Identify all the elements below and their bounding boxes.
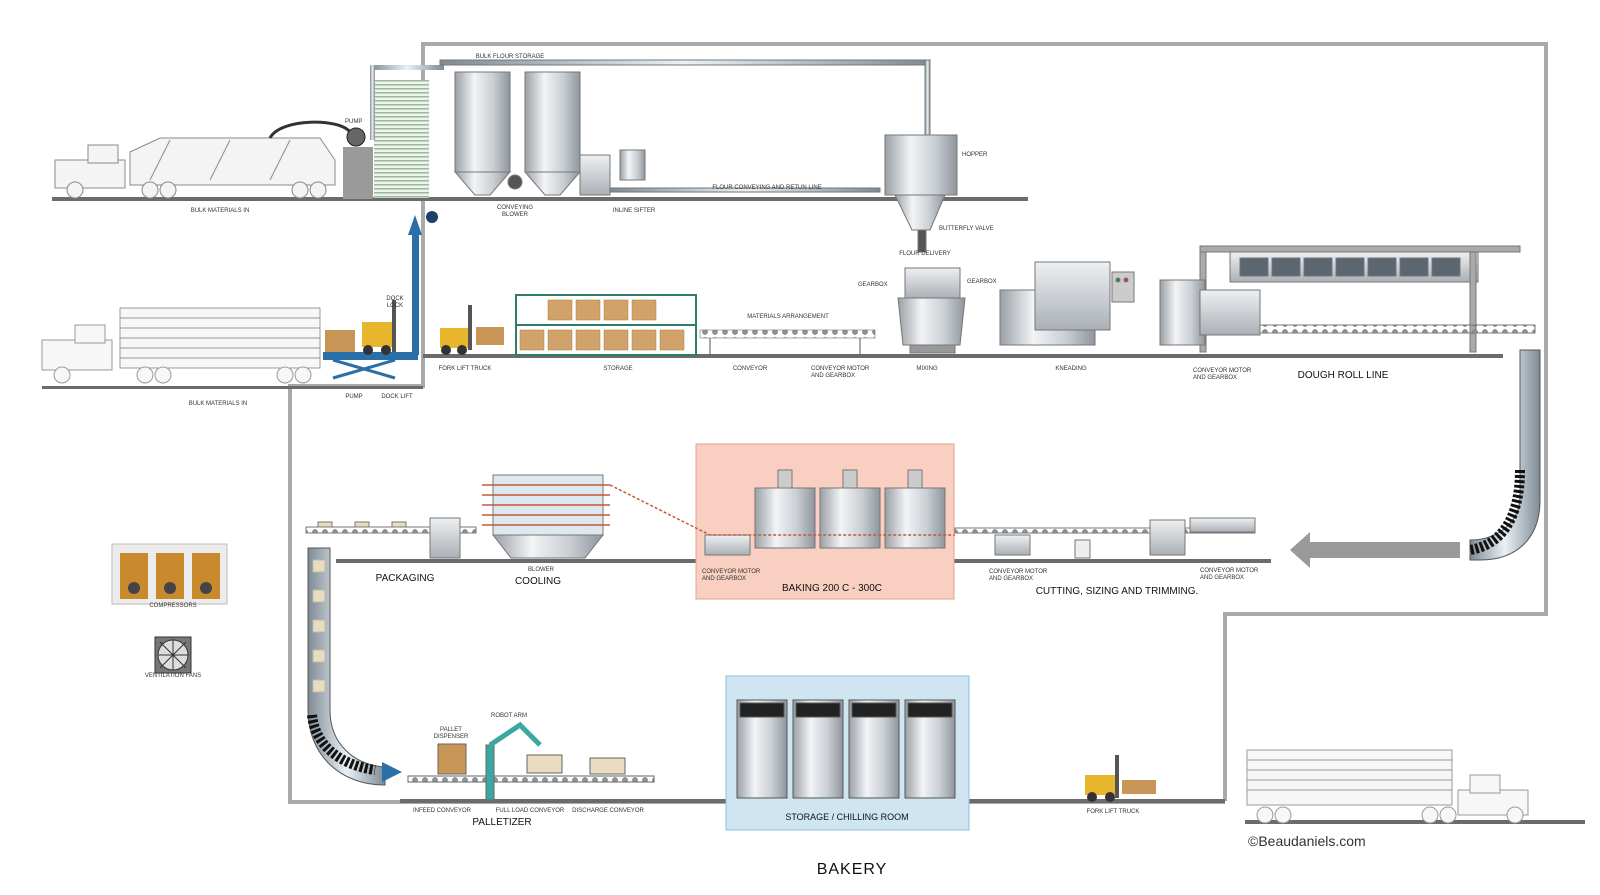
packaging-line (305, 517, 477, 559)
label-pump-top: PUMP (345, 119, 363, 125)
label-butterfly-valve: BUTTERFLY VALVE (939, 226, 994, 232)
label-dock-lock: DOCK LOCK (386, 296, 404, 309)
copyright: ©Beaudaniels.com (1248, 833, 1366, 849)
label-conveyor-motor-2: CONVEYOR MOTOR AND GEARBOX (1193, 368, 1252, 381)
ovens (704, 469, 946, 556)
cutting-line (954, 517, 1256, 559)
label-conveyor-motor-3: CONVEYOR MOTOR AND GEARBOX (702, 569, 761, 582)
label-conveyor: CONVEYOR (732, 366, 768, 372)
label-conveying-blower: CONVEYING BLOWER (496, 205, 534, 218)
label-packaging: PACKAGING (375, 573, 435, 584)
dough-roll-line (1159, 245, 1536, 353)
label-flour-delivery: FLOUR DELIVERY (899, 251, 951, 257)
ventilation-fan (154, 636, 192, 674)
label-dock-lift: DOCK LIFT (381, 394, 413, 400)
label-ventilation-fans: VENTILATION FANS (144, 673, 202, 679)
label-conveyor-motor-1: CONVEYOR MOTOR AND GEARBOX (811, 366, 870, 379)
flatbed-truck (41, 307, 321, 384)
bulk-tanker-truck (54, 120, 352, 199)
compressors (111, 543, 228, 605)
label-hopper: HOPPER (962, 152, 988, 158)
chute-left (307, 547, 402, 786)
palletizer (407, 721, 655, 801)
kneader (999, 261, 1135, 346)
page-title: BAKERY (816, 861, 888, 878)
label-palletizer: PALLETIZER (472, 817, 532, 828)
label-robot-arm: ROBOT ARM (491, 713, 527, 719)
outbound-truck (1246, 749, 1529, 824)
label-discharge-conveyor: DISCHARGE CONVEYOR (572, 808, 644, 814)
mixer (897, 267, 966, 354)
label-gearbox-kneader: GEARBOX (967, 279, 997, 285)
chilling-units (736, 699, 956, 799)
bulk-flour-silos (439, 59, 931, 196)
forklift-upper (440, 305, 504, 355)
label-kneading: KNEADING (1055, 366, 1087, 372)
label-mixing: MIXING (916, 366, 938, 372)
forklift-lower (1085, 755, 1156, 802)
label-infeed-conveyor: INFEED CONVEYOR (412, 808, 472, 814)
label-materials-arrangement: MATERIALS ARRANGEMENT (747, 314, 829, 320)
label-storage-chilling: STORAGE / CHILLING ROOM (785, 812, 909, 822)
label-cutting: CUTTING, SIZING AND TRIMMING. (1035, 586, 1199, 597)
dock-lift (323, 211, 438, 380)
label-bulk-flour-storage: BULK FLOUR STORAGE (475, 54, 545, 60)
label-fork-lift-truck-lower: FORK LIFT TRUCK (1086, 809, 1140, 815)
label-cooling: COOLING (514, 576, 562, 587)
label-blower: BLOWER (527, 567, 555, 573)
label-bulk-materials-in-lower: BULK MATERIALS IN (188, 401, 248, 407)
label-full-load-conveyor: FULL LOAD CONVEYOR (495, 808, 565, 814)
label-pump-lower: PUMP (345, 394, 363, 400)
label-pallet-dispenser: PALLET DISPENSER (433, 727, 469, 740)
label-flour-line: FLOUR CONVEYING AND RETUN LINE (712, 185, 822, 191)
label-bulk-materials-in-top: BULK MATERIALS IN (190, 208, 250, 214)
label-storage: STORAGE (603, 366, 633, 372)
label-compressors: COMPRESSORS (149, 603, 197, 609)
chute-right (1290, 349, 1541, 568)
conveyor-upper (699, 329, 876, 354)
storage-rack (515, 294, 697, 356)
label-conveyor-motor-4: CONVEYOR MOTOR AND GEARBOX (989, 569, 1048, 582)
label-dough-roll-line: DOUGH ROLL LINE (1297, 370, 1389, 381)
label-gearbox-mixer: GEARBOX (858, 282, 888, 288)
hopper (884, 134, 958, 253)
pump-unit (343, 65, 444, 199)
label-fork-lift-truck-upper: FORK LIFT TRUCK (438, 366, 492, 372)
label-conveyor-motor-5: CONVEYOR MOTOR AND GEARBOX (1200, 568, 1259, 581)
label-inline-sifter: INLINE SIFTER (612, 208, 656, 214)
label-baking: BAKING 200 C - 300C (781, 583, 883, 594)
cooling-tower (482, 474, 955, 559)
